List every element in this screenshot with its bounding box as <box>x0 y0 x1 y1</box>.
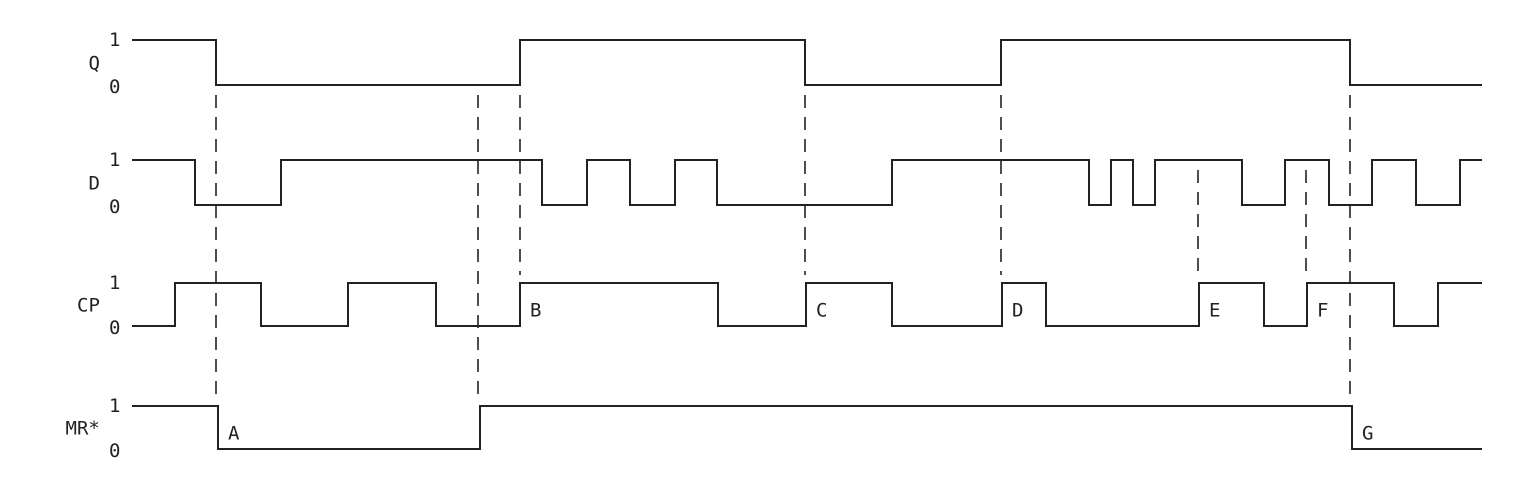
waveform-cp <box>132 282 1482 327</box>
signal-label-q: Q <box>89 53 100 75</box>
level-low-label: 0 <box>109 317 120 339</box>
marker-b: B <box>530 300 541 322</box>
level-high-label: 1 <box>109 149 120 171</box>
waveform-mr-bar <box>132 405 1482 450</box>
waveform-d <box>132 159 1482 206</box>
level-low-label: 0 <box>109 196 120 218</box>
marker-g: G <box>1362 423 1373 445</box>
level-high-label: 1 <box>109 29 120 51</box>
marker-d: D <box>1012 300 1023 322</box>
marker-c: C <box>816 300 827 322</box>
waveform-q <box>132 39 1482 86</box>
level-low-label: 0 <box>109 76 120 98</box>
signal-label-cp: CP <box>77 295 100 317</box>
signal-label-mr-bar: MR* <box>66 418 100 440</box>
marker-a: A <box>228 423 240 445</box>
level-low-label: 0 <box>109 440 120 462</box>
marker-f: F <box>1317 300 1328 322</box>
marker-e: E <box>1209 300 1220 322</box>
level-high-label: 1 <box>109 272 120 294</box>
signal-label-d: D <box>89 173 100 195</box>
level-high-label: 1 <box>109 395 120 417</box>
